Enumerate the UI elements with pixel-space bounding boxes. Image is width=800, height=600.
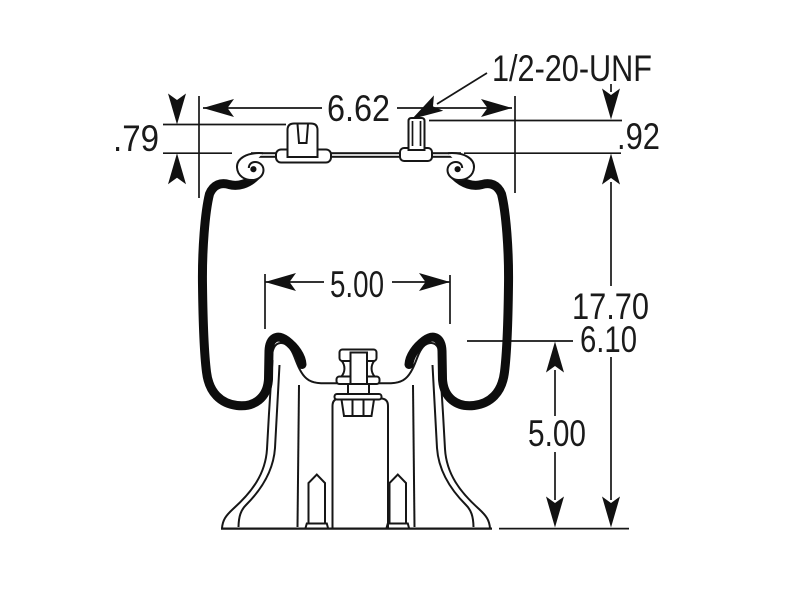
arrow-79-down (168, 93, 186, 125)
bead-wire (250, 166, 257, 173)
air-port-fitting (275, 122, 332, 164)
arrow-1770-bottom (602, 496, 620, 528)
bellows-right-wall (404, 171, 514, 411)
plate-roll-right (446, 152, 475, 182)
piston-center-column (331, 397, 389, 528)
label-stud-height: .92 (617, 116, 660, 157)
label-port-height: .79 (113, 118, 159, 159)
mounting-stud (399, 117, 433, 162)
label-plate-width: 6.62 (327, 88, 390, 129)
arrow-500v-top (546, 341, 564, 373)
dimension-labels: 1/2-20-UNF 6.62 .79 .92 17.70 6.10 5.00 … (113, 48, 660, 454)
piston-partition-left (296, 384, 300, 528)
label-height-secondary: 6.10 (580, 319, 637, 360)
piston-partition-right (412, 384, 416, 528)
arrow-79-up (168, 153, 186, 185)
piston-pin-right (385, 473, 410, 529)
piston-flange-left (270, 342, 340, 385)
arrow-92-up-1770-top (602, 153, 620, 185)
leader-line (436, 72, 488, 105)
bead-wire (454, 166, 461, 173)
label-thread-callout: 1/2-20-UNF (492, 48, 652, 89)
rolled-edge (446, 152, 475, 182)
pin-body (388, 473, 407, 524)
plate-roll-left (236, 152, 265, 182)
bellows (197, 171, 514, 411)
arrow-92-down (602, 88, 620, 120)
label-piston-height: 5.00 (528, 413, 586, 454)
bellows-left-wall (197, 171, 307, 411)
label-piston-top-width: 5.00 (330, 264, 384, 305)
rolled-edge (236, 152, 265, 182)
stud-nut (340, 398, 376, 417)
pin-body (307, 473, 326, 524)
port-slot (296, 123, 309, 144)
piston-skirt-left-inner (237, 364, 281, 528)
piston-pin-left (304, 473, 329, 529)
dimension-lines (163, 72, 629, 530)
arrow-500v-bottom (546, 496, 564, 528)
port-body (286, 122, 319, 158)
label-overall-height: 17.70 (572, 286, 649, 327)
stud-body (407, 117, 426, 151)
piston-flange-right (376, 342, 442, 385)
piston-stud-assembly (333, 348, 383, 417)
piston-skirt-left-outer (221, 359, 274, 529)
top-plate-assembly (236, 117, 475, 182)
piston (221, 342, 492, 530)
piston-skirt-right-inner (431, 364, 475, 528)
piston-skirt-right-outer (438, 359, 491, 529)
stud-core (349, 351, 368, 385)
